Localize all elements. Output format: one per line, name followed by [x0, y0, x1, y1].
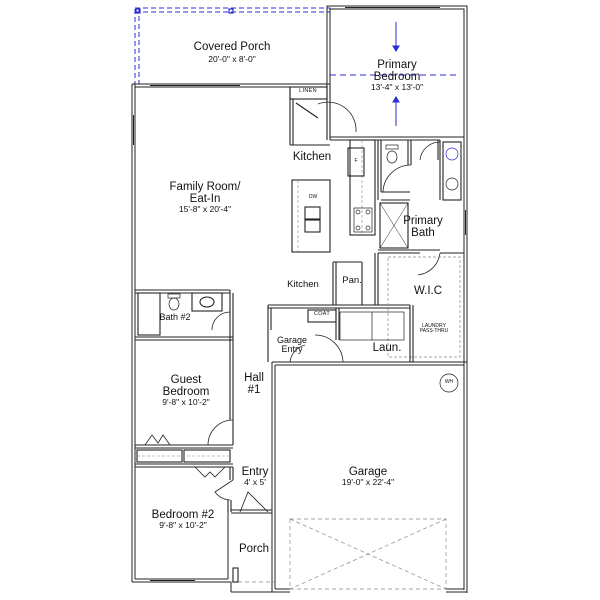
kitchen-lower-label: Kitchen: [287, 279, 319, 290]
entry-label: Entry 4' x 5': [241, 466, 269, 488]
laundry-label: Laun.: [372, 342, 402, 354]
porch-label: Porch: [238, 543, 270, 555]
garage-entry-label: Garage Entry: [276, 335, 308, 355]
toilet-primary-icon: [386, 150, 398, 164]
primary-bedroom-label: Primary Bedroom 13'-4" x 13'-0": [370, 59, 424, 93]
interior-walls: [135, 84, 464, 583]
wic-label: W.I.C: [413, 285, 443, 297]
pantry-label: Pan.: [342, 275, 362, 286]
water-heater-label: WH: [444, 379, 454, 385]
linen-label: LINEN: [299, 88, 317, 94]
dishwasher-label: DW: [308, 194, 318, 200]
hall-label: Hall #1: [244, 372, 264, 397]
garage-label: Garage 19'-0" x 22'-4": [341, 466, 395, 488]
sink-secondary-icon: [445, 177, 459, 191]
covered-porch-label: Covered Porch 20'-0" x 8'-0": [193, 41, 271, 64]
family-room-label: Family Room/ Eat-In 15'-8" x 20'-4": [169, 181, 241, 215]
fridge-label: F: [354, 158, 358, 164]
fixtures: [167, 144, 459, 590]
primary-bath-label: Primary Bath: [403, 215, 443, 240]
exterior-walls: [131, 5, 468, 593]
guest-bedroom-label: Guest Bedroom 9'-8" x 10'-2": [162, 374, 210, 408]
kitchen-label: Kitchen: [292, 151, 332, 163]
coat-label: COAT: [313, 311, 331, 317]
sink-primary-icon: [445, 147, 459, 161]
laundry-pass-thru-label: LAUNDRY PASS-THRU: [419, 323, 449, 335]
bath-2-label: Bath #2: [159, 312, 191, 322]
toilet-bath2-icon: [168, 297, 180, 311]
bedroom-2-label: Bedroom #2 9'-8" x 10'-2": [151, 509, 215, 531]
water-heater-icon: [439, 373, 459, 393]
